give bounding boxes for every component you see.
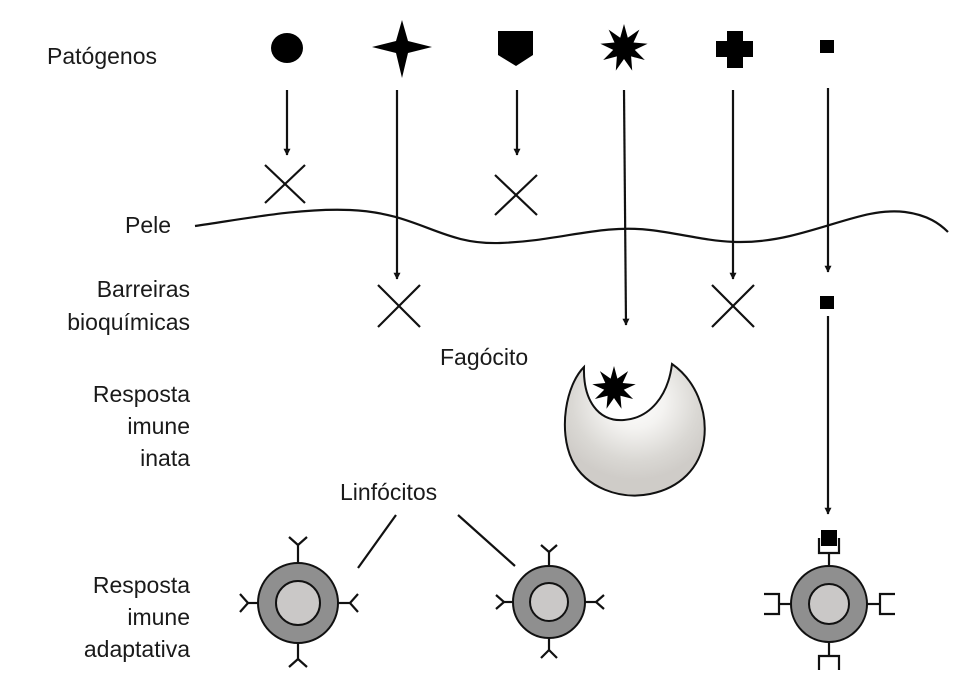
spiky-star-pathogen-icon (592, 366, 635, 409)
circle-pathogen-icon (271, 33, 303, 63)
label-patogenos: Patógenos (47, 43, 157, 69)
label-inata-line1: Resposta (93, 381, 190, 407)
label-adaptativa-line2: imune (127, 604, 190, 630)
shield-pathogen-icon (498, 31, 533, 66)
phagocyte-cell (565, 364, 705, 496)
label-pele: Pele (125, 212, 171, 238)
label-barreiras-line2: bioquímicas (67, 309, 190, 335)
lymphocyte-pointer-line (358, 515, 396, 568)
lymphocyte-cell (240, 537, 358, 667)
blocked-x-mark (495, 175, 537, 215)
lymphocyte-pointer-line (458, 515, 515, 566)
label-adaptativa-line3: adaptativa (84, 636, 190, 662)
arrow-spiky-pathogen (624, 90, 626, 325)
skin-line (195, 210, 948, 243)
small-square-pathogen-icon (821, 530, 837, 546)
label-linfocitos: Linfócitos (340, 479, 437, 505)
lymphocyte-cell-with-bound-pathogen (764, 530, 895, 670)
small-square-pathogen-icon (820, 40, 834, 53)
blocked-x-mark (378, 285, 420, 327)
spiky-star-pathogen-icon (600, 24, 647, 71)
label-adaptativa-line1: Resposta (93, 572, 190, 598)
cross-pathogen-icon (716, 31, 753, 68)
lymphocyte-cell (496, 545, 604, 658)
label-fagocito: Fagócito (440, 344, 528, 370)
small-square-pathogen-icon (820, 296, 834, 309)
label-inata-line3: inata (140, 445, 190, 471)
label-barreiras-line1: Barreiras (97, 276, 190, 302)
blocked-x-mark (712, 285, 754, 327)
label-inata-line2: imune (127, 413, 190, 439)
four-point-star-pathogen-icon (372, 20, 432, 78)
blocked-x-mark (265, 165, 305, 203)
